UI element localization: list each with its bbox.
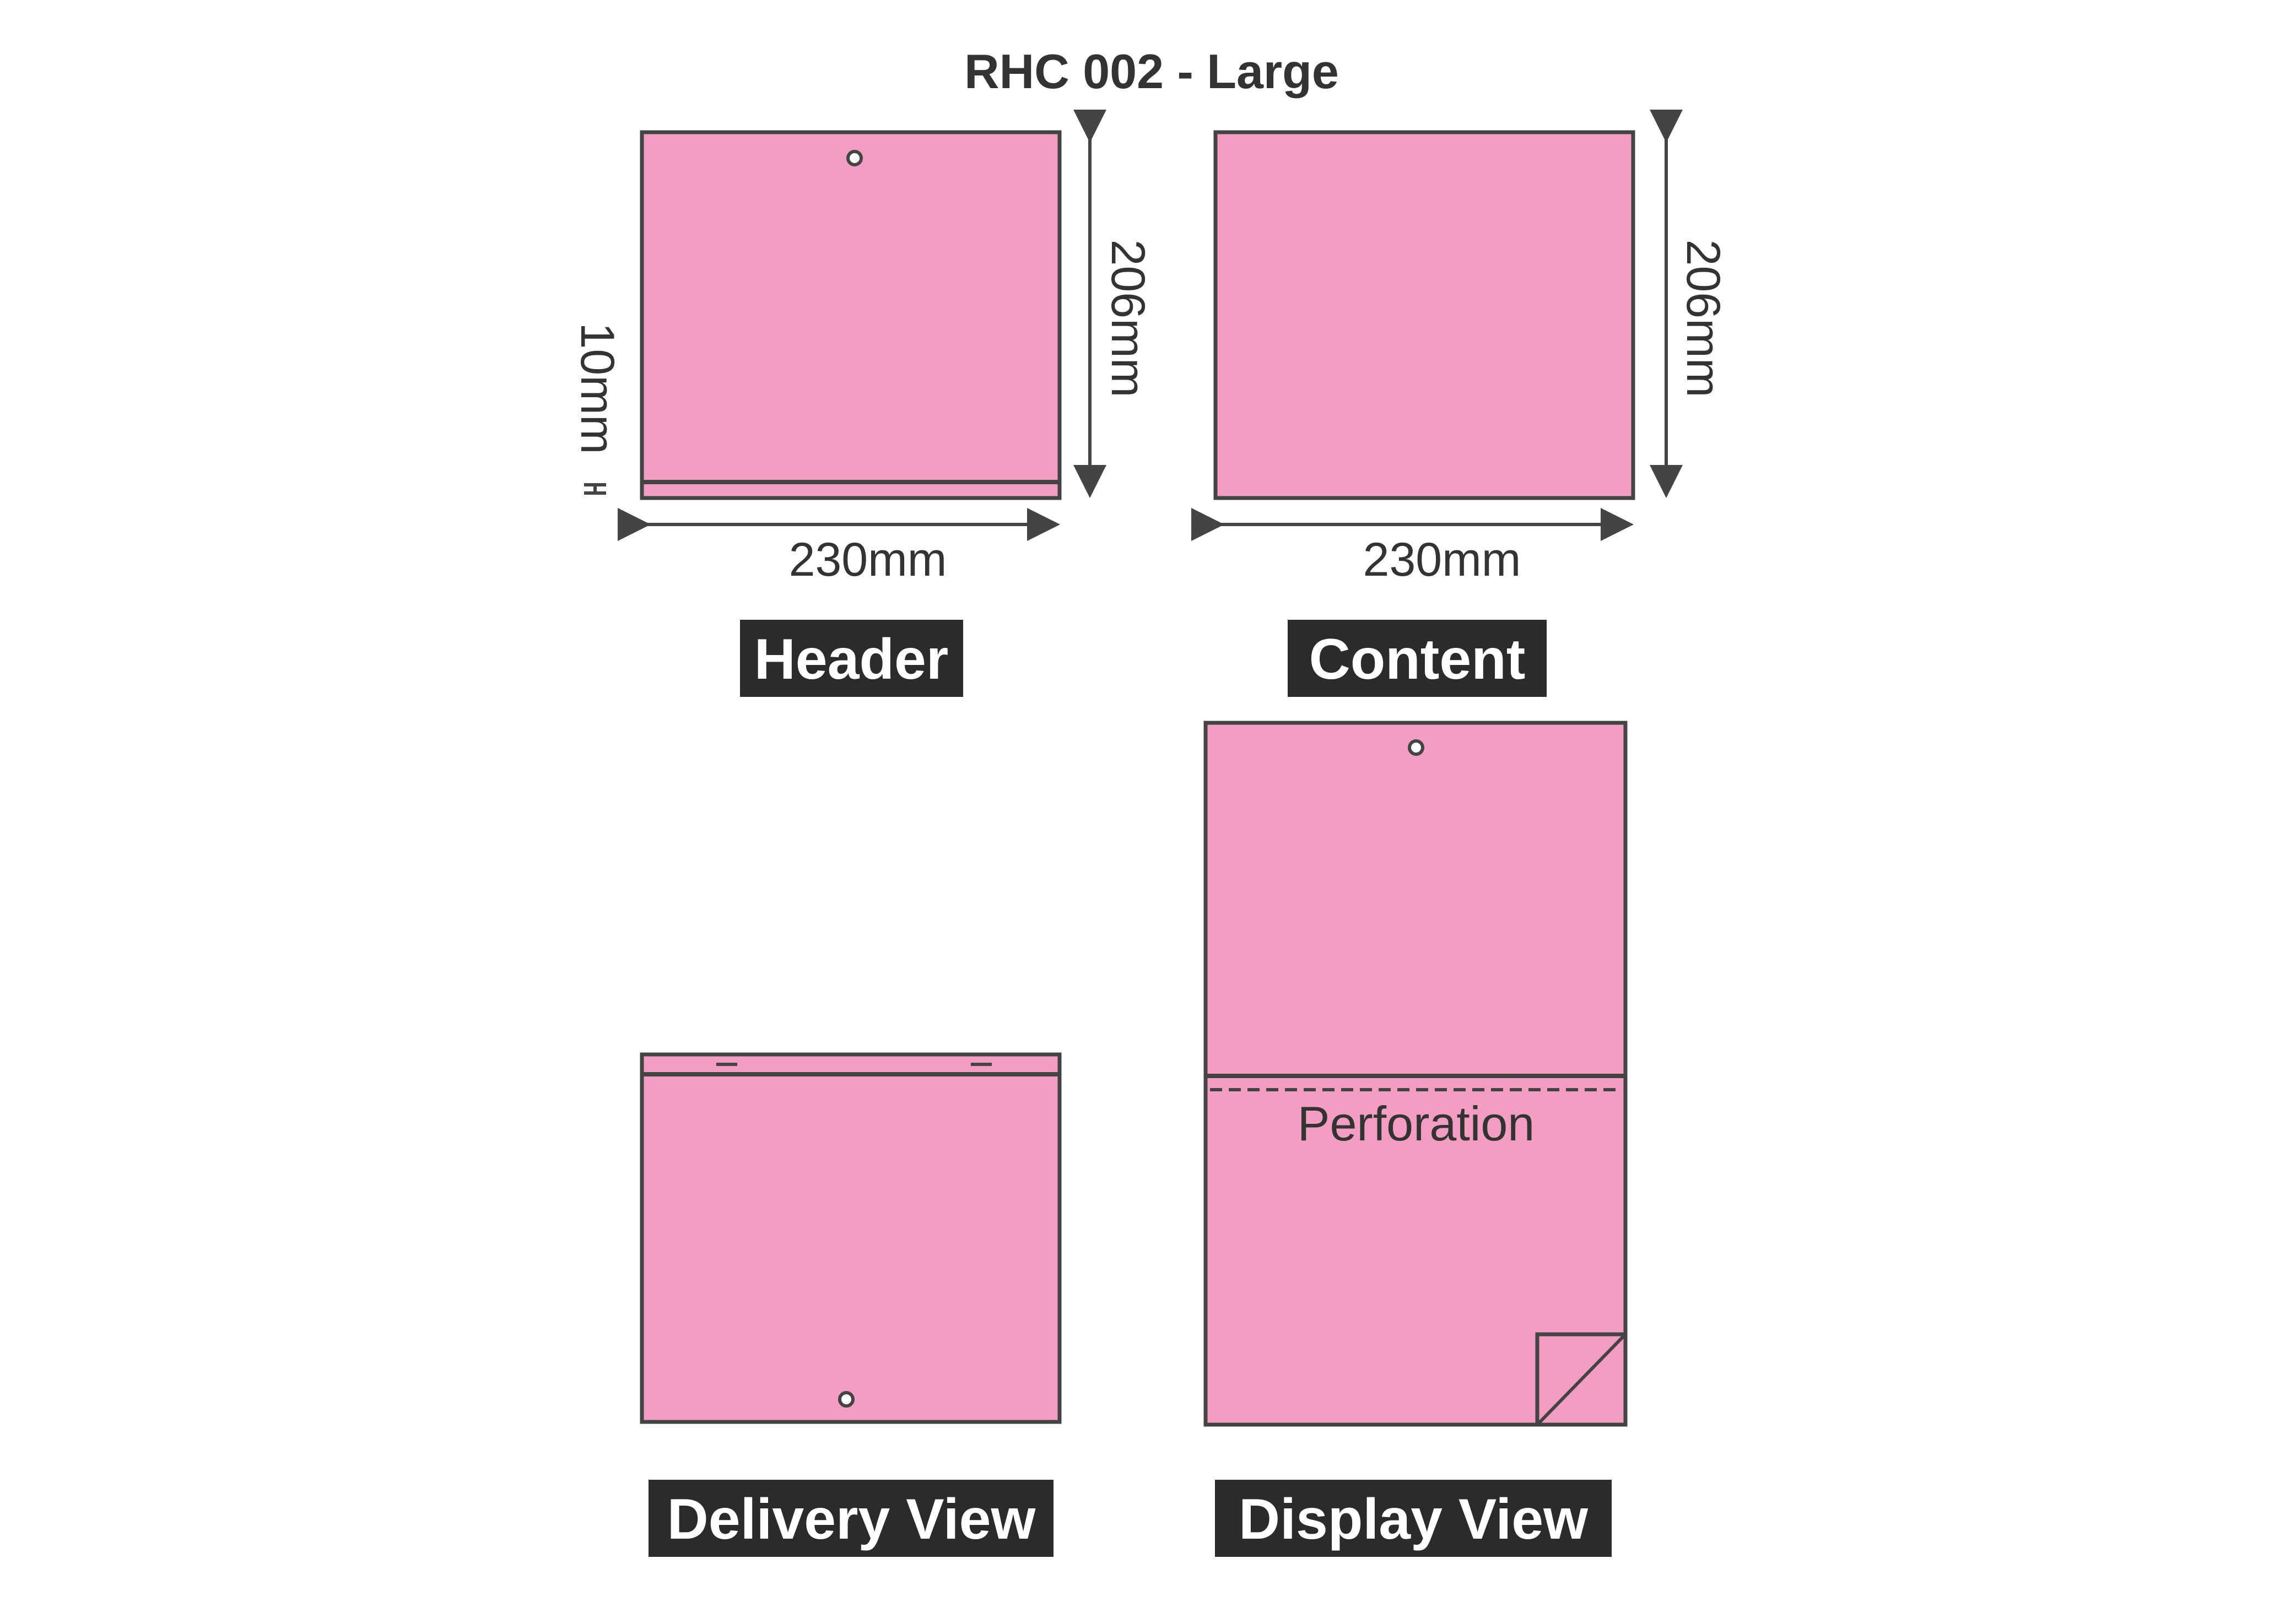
header-width-label: 230mm xyxy=(789,533,947,586)
delivery-caption-badge xyxy=(649,1480,1054,1557)
header-sheet xyxy=(640,130,1062,500)
display-hang-hole-icon xyxy=(1408,739,1424,756)
display-caption-badge xyxy=(1215,1480,1612,1557)
content-sheet xyxy=(1213,130,1635,500)
content-height-label: 206mm xyxy=(1677,240,1730,398)
content-caption: Content xyxy=(1309,627,1526,691)
delivery-hang-hole-icon xyxy=(838,1391,855,1408)
content-panel: 230mm 206mm Content xyxy=(1191,110,1730,697)
content-width-label: 230mm xyxy=(1363,533,1521,586)
display-panel: Perforation Display View xyxy=(1203,721,1628,1557)
page-curl-icon xyxy=(1536,1333,1627,1426)
hang-hole-icon xyxy=(846,150,863,166)
delivery-caption: Delivery View xyxy=(667,1487,1036,1551)
delivery-panel: Delivery View xyxy=(640,1052,1062,1557)
content-caption-badge xyxy=(1288,620,1547,697)
header-height-label: 206mm xyxy=(1101,240,1154,398)
delivery-sheet xyxy=(640,1052,1062,1424)
display-caption: Display View xyxy=(1239,1487,1589,1551)
header-strip-label: 10mm xyxy=(571,323,624,454)
header-panel: 230mm 206mm 10mm Header xyxy=(571,110,1154,697)
perforation-label: Perforation xyxy=(1298,1096,1535,1151)
header-caption: Header xyxy=(754,627,949,691)
header-caption-badge xyxy=(740,620,963,697)
strip-dimension-marker xyxy=(584,483,606,495)
page-title: RHC 002 - Large xyxy=(964,44,1339,99)
